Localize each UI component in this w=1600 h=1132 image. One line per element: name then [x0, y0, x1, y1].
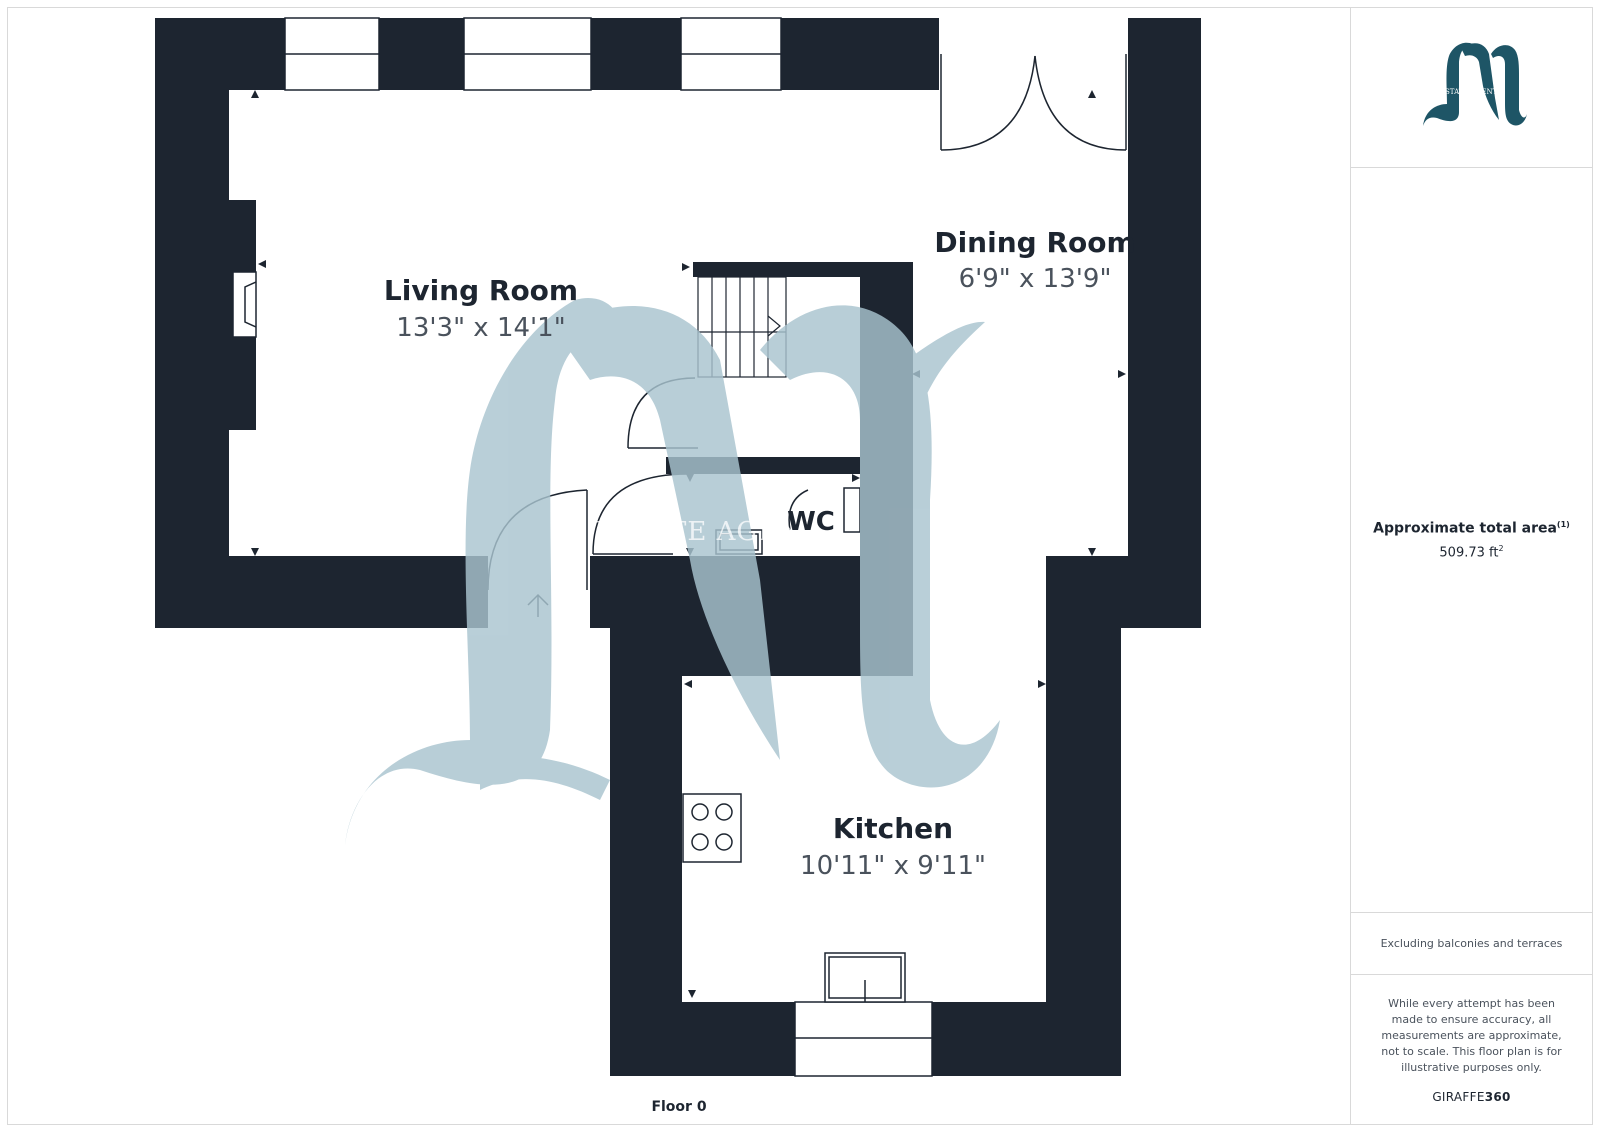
wc-name: WC	[787, 507, 835, 537]
excluding-section: Excluding balconies and terraces	[1351, 913, 1592, 975]
page-frame	[7, 7, 1593, 1125]
wall-top-segment	[379, 18, 464, 90]
living-room-name: Living Room	[384, 274, 578, 307]
dining-room-name: Dining Room	[934, 226, 1135, 259]
wall-top-segment	[591, 18, 681, 90]
staircase	[697, 276, 787, 378]
watermark-logo	[345, 298, 1000, 846]
brand-prefix: GIRAFFE	[1432, 1089, 1485, 1104]
living-room-dims: 13'3" x 14'1"	[396, 313, 565, 343]
windows	[284, 17, 933, 1077]
wall-kitchen-bottom	[610, 1002, 795, 1076]
wall-bottom-dining	[1046, 556, 1201, 628]
area-title-text: Approximate total area	[1373, 520, 1557, 537]
floor-label: Floor 0	[651, 1099, 706, 1115]
wall-top-segment	[781, 18, 939, 90]
floor-plan: ESTATE AGENTS Living Room 13'3" x 14'1" …	[155, 17, 1201, 1115]
wall-stair-top	[693, 262, 913, 277]
watermark-text: ESTATE AGENTS	[595, 517, 839, 547]
wall-left	[155, 18, 229, 628]
dining-room-dims: 6'9" x 13'9"	[959, 264, 1112, 294]
area-unit-sup: 2	[1498, 544, 1504, 554]
hob	[682, 793, 742, 863]
logo-text: ESTATE AGENTS	[1439, 88, 1501, 96]
wall-right	[1128, 18, 1201, 628]
giraffe360-brand: GIRAFFE360	[1432, 1090, 1510, 1104]
wall-kitchen-bottom	[932, 1002, 1121, 1076]
window	[794, 1001, 933, 1077]
walls	[155, 18, 1201, 1076]
brand-logo: ESTATE AGENTS	[1422, 42, 1527, 126]
kitchen-dims: 10'11" x 9'11"	[800, 851, 986, 881]
area-note-mark: (1)	[1556, 519, 1570, 529]
wall-kitchen-right	[1046, 556, 1121, 1076]
brand-suffix: 360	[1484, 1089, 1511, 1104]
area-title: Approximate total area(1)	[1373, 520, 1570, 537]
kitchen-name: Kitchen	[833, 812, 953, 845]
info-sidebar: ESTATE AGENTS Approximate total area(1) …	[1350, 8, 1592, 1124]
wall-bottom-living	[155, 556, 488, 628]
disclaimer-section: While every attempt has been made to ens…	[1351, 975, 1592, 1124]
toilet	[843, 487, 861, 533]
area-value: 509.73 ft2	[1439, 544, 1503, 560]
excluding-note: Excluding balconies and terraces	[1380, 936, 1563, 950]
area-section: Approximate total area(1) 509.73 ft2	[1351, 168, 1592, 913]
logo-section: ESTATE AGENTS	[1351, 8, 1592, 168]
area-value-text: 509.73 ft	[1439, 545, 1499, 561]
wall-kitchen-left	[610, 556, 682, 1076]
disclaimer-text: While every attempt has been made to ens…	[1381, 996, 1562, 1074]
